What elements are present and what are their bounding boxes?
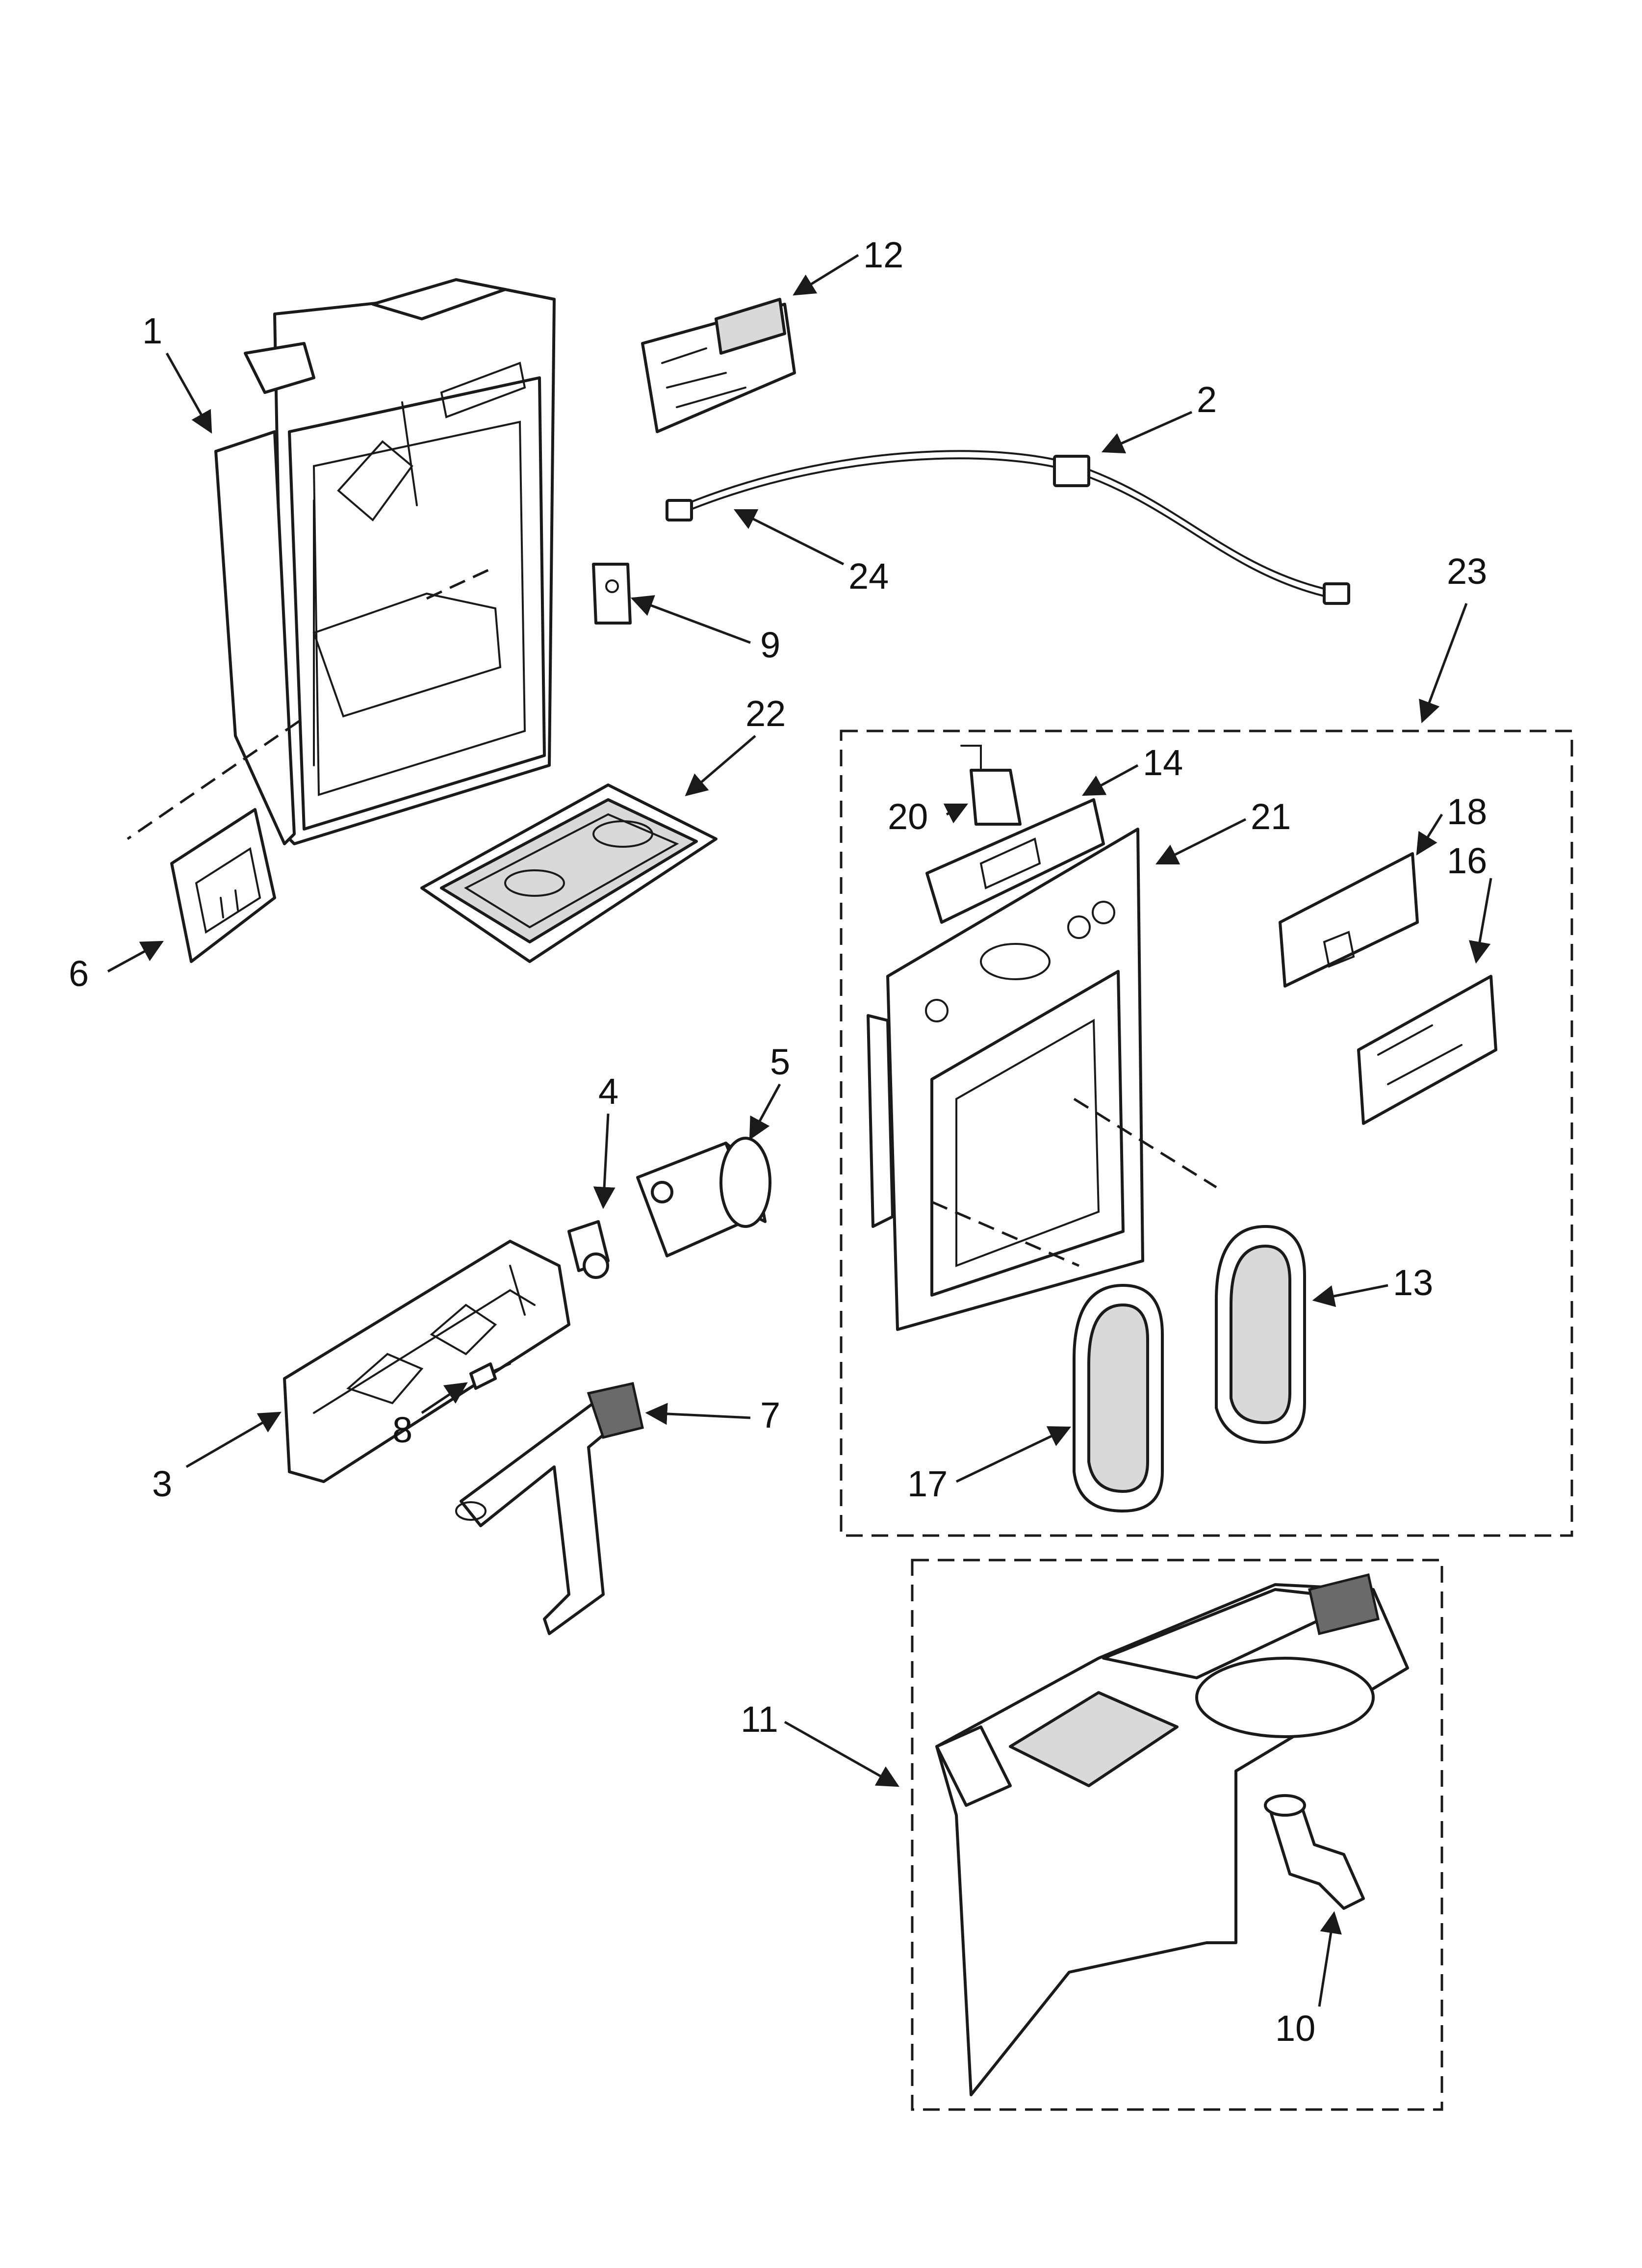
part-4-coupler <box>567 1220 610 1279</box>
callout-1: 1 <box>142 311 162 351</box>
callout-5: 5 <box>770 1042 790 1082</box>
callout-11: 11 <box>741 1699 778 1740</box>
callout-7: 7 <box>760 1395 780 1435</box>
part-23-facade-assembly <box>840 730 1573 1537</box>
callout-18: 18 <box>1447 791 1487 832</box>
part-9-bracket <box>592 563 632 625</box>
callout-14: 14 <box>1143 742 1183 783</box>
callout-12: 12 <box>863 235 903 275</box>
leader-lines <box>107 254 1492 2007</box>
part-3-bracket <box>283 1240 570 1483</box>
callout-17: 17 <box>907 1463 948 1504</box>
part-11-ice-bin-assembly <box>911 1559 1443 2111</box>
callout-6: 6 <box>69 953 89 994</box>
callout-labels: 1 2 3 4 5 6 7 8 9 10 11 12 13 14 16 17 1… <box>69 235 1487 2049</box>
callout-23: 23 <box>1447 551 1487 592</box>
callout-20: 20 <box>888 796 928 837</box>
callout-8: 8 <box>392 1409 412 1450</box>
part-6-socket <box>170 808 276 963</box>
callout-9: 9 <box>760 625 780 665</box>
callout-22: 22 <box>745 693 786 734</box>
part-1-dispenser-housing <box>127 278 556 845</box>
part-22-drip-tray <box>420 783 718 963</box>
part-2-24-wire-harness <box>666 450 1350 605</box>
callout-16: 16 <box>1447 840 1487 881</box>
part-7-lever <box>455 1382 644 1635</box>
callout-21: 21 <box>1251 796 1291 837</box>
callout-10: 10 <box>1275 2008 1315 2049</box>
callout-13: 13 <box>1393 1262 1433 1303</box>
part-12-control-board <box>641 298 796 433</box>
callout-4: 4 <box>598 1071 618 1112</box>
part-5-motor <box>636 1137 771 1257</box>
part-8-screw <box>469 1362 511 1390</box>
callout-3: 3 <box>152 1463 172 1504</box>
callout-24: 24 <box>848 556 889 597</box>
callout-2: 2 <box>1197 379 1217 420</box>
